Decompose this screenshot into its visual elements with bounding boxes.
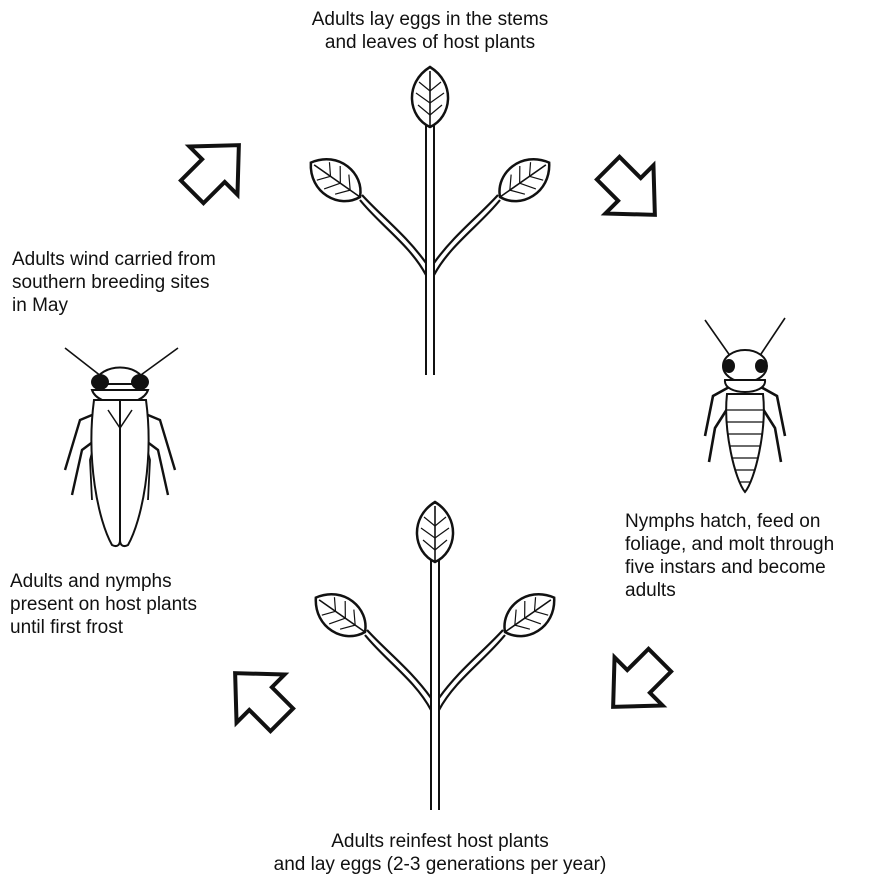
nymph-icon [705,318,785,492]
caption-line: Adults reinfest host plants [200,830,680,853]
caption-top: Adults lay eggs in the stems and leaves … [265,8,595,54]
caption-line: and lay eggs (2-3 generations per year) [200,853,680,876]
caption-left-upper: Adults wind carried from southern breedi… [12,248,216,317]
caption-right: Nymphs hatch, feed on foliage, and molt … [625,510,834,602]
arrow-upper-left-icon [168,121,263,216]
caption-line: in May [12,294,216,317]
caption-line: and leaves of host plants [265,31,595,54]
host-plant-top-icon [301,67,560,375]
caption-line: foliage, and molt through [625,533,834,556]
host-plant-bottom-icon [306,502,565,810]
caption-bottom: Adults reinfest host plants and lay eggs… [200,830,680,876]
caption-line: Adults and nymphs [10,570,197,593]
caption-line: southern breeding sites [12,271,216,294]
caption-line: Nymphs hatch, feed on [625,510,834,533]
arrow-upper-right-icon [584,144,679,239]
caption-line: present on host plants [10,593,197,616]
arrow-lower-right-icon [589,636,684,731]
caption-left-lower: Adults and nymphs present on host plants… [10,570,197,639]
arrow-lower-left-icon [211,649,306,744]
caption-line: adults [625,579,834,602]
caption-line: five instars and become [625,556,834,579]
adult-leafhopper-icon [65,348,178,546]
caption-line: Adults lay eggs in the stems [265,8,595,31]
caption-line: Adults wind carried from [12,248,216,271]
caption-line: until first frost [10,616,197,639]
